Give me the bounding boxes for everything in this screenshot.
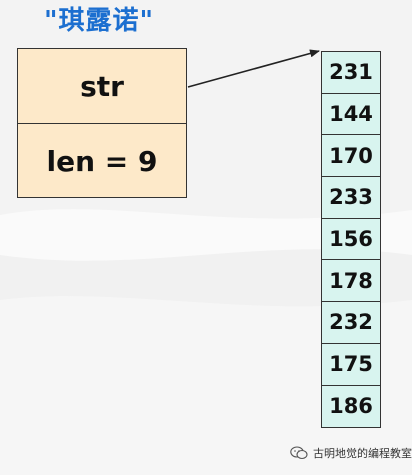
array-cell: 186 [329, 394, 373, 419]
struct-field-str: str [18, 49, 186, 124]
array-cell: 231 [322, 52, 380, 94]
array-cell: 233 [322, 177, 380, 219]
array-cell: 170 [322, 135, 380, 178]
watermark: 古明地觉的编程教室 [290, 445, 412, 461]
array-cell: 156 [322, 219, 380, 261]
array-cell: 232 [322, 302, 380, 344]
array-cell: 144 [322, 94, 380, 136]
wechat-icon [290, 446, 308, 460]
diagram-title: "琪露诺" [44, 6, 155, 36]
struct-field-len: len = 9 [46, 144, 158, 178]
struct-box: str len = 9 [17, 48, 187, 198]
array-cell: 178 [322, 260, 380, 303]
array-cell: 175 [322, 344, 380, 386]
watermark-text: 古明地觉的编程教室 [313, 447, 412, 460]
byte-array: 231 144 170 233 156 178 232 175 186 [321, 51, 381, 429]
